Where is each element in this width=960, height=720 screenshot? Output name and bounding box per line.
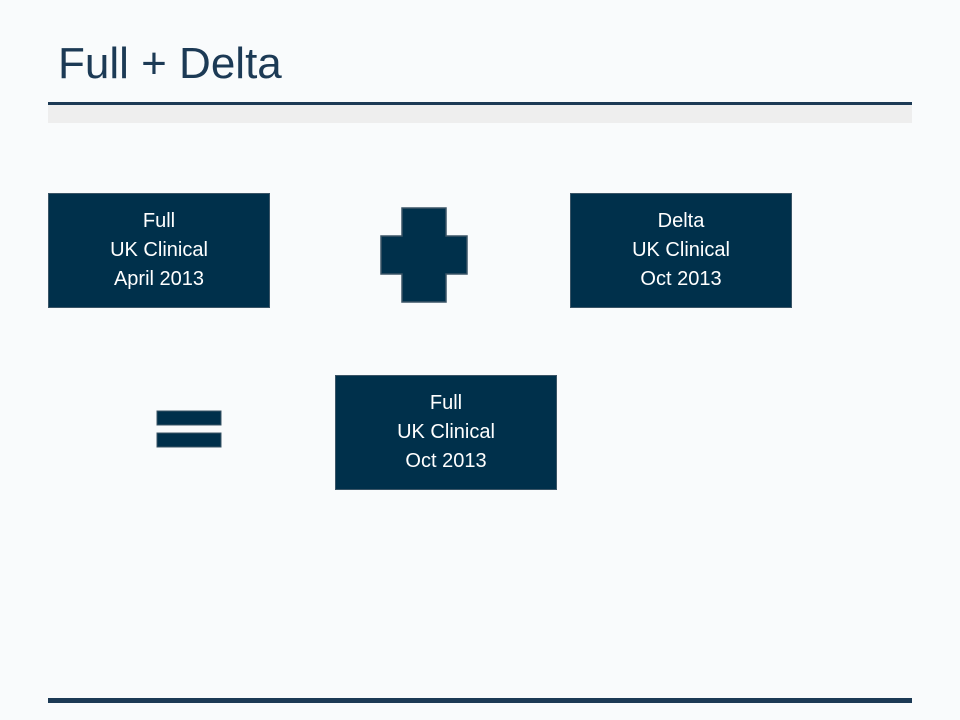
box-line-edition: UK Clinical: [397, 421, 495, 443]
box-line-edition: UK Clinical: [110, 239, 208, 261]
box-line-type: Delta: [657, 210, 705, 232]
box-line-type: Full: [429, 392, 463, 414]
box-full-oct-2013: Full UK Clinical Oct 2013: [335, 375, 557, 490]
box-line-date: April 2013: [113, 268, 205, 290]
slide-title: Full + Delta: [58, 39, 282, 88]
footer-rule: [48, 698, 912, 703]
box-line-date: Oct 2013: [640, 268, 722, 290]
title-rule: [48, 102, 912, 105]
box-line-type: Full: [142, 210, 176, 232]
box-line-date: Oct 2013: [405, 450, 487, 472]
box-full-april-2013: Full UK Clinical April 2013: [48, 193, 270, 308]
box-line-edition: UK Clinical: [632, 239, 730, 261]
title-rule-band: [48, 105, 912, 123]
plus-icon: [380, 207, 468, 303]
equals-icon: [156, 410, 222, 448]
box-delta-oct-2013: Delta UK Clinical Oct 2013: [570, 193, 792, 308]
